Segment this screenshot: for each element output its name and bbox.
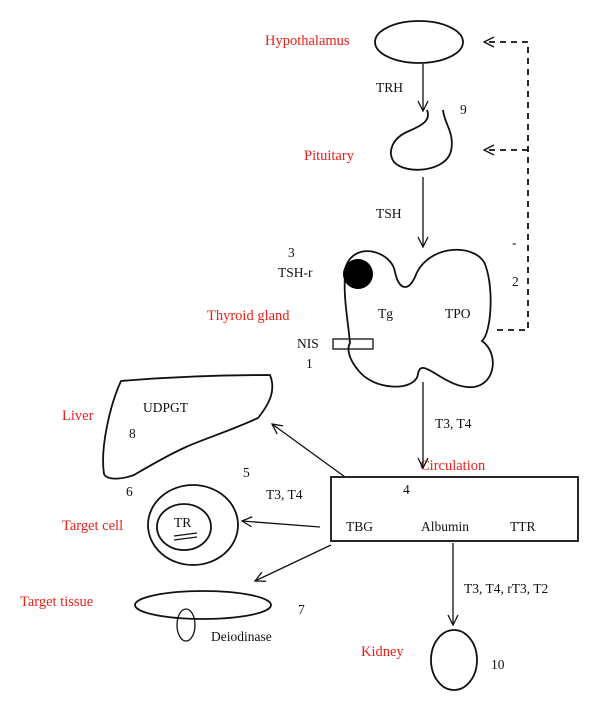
target-tissue-label: Target tissue — [20, 594, 93, 610]
circulation-box — [330, 476, 579, 542]
nis-label: NIS — [297, 336, 319, 351]
kidney-shape — [430, 629, 478, 691]
thyroid-gland-shape — [343, 248, 494, 388]
kidney-hormones-label: T3, T4, rT3, T2 — [464, 581, 548, 596]
number-10: 10 — [491, 657, 505, 672]
number-5: 5 — [243, 465, 250, 480]
deiodinase-label: Deiodinase — [211, 629, 272, 644]
tsh-receptor — [343, 259, 373, 289]
number-4: 4 — [403, 482, 410, 497]
tbg-label: TBG — [346, 519, 373, 534]
number-7: 7 — [298, 602, 305, 617]
tg-label: Tg — [378, 306, 393, 321]
t3-t4-cell-label: T3, T4 — [266, 487, 303, 502]
trh-label: TRH — [376, 80, 403, 95]
number-9: 9 — [460, 102, 467, 117]
target-cell-outer — [147, 484, 239, 566]
number-3: 3 — [288, 245, 295, 260]
albumin-label: Albumin — [421, 519, 469, 534]
circulation-to-target-cell-arrow — [242, 521, 321, 528]
number-6: 6 — [126, 484, 133, 499]
hypothalamus-label: Hypothalamus — [265, 33, 350, 49]
feedback-dashed-line — [497, 42, 529, 331]
t3-t4-circulation-label: T3, T4 — [435, 416, 472, 431]
liver-shape — [102, 374, 274, 480]
ttr-label: TTR — [510, 519, 536, 534]
target-cell-label: Target cell — [62, 518, 123, 534]
tr-dna-line-2 — [173, 536, 198, 541]
circulation-to-liver-arrow — [272, 424, 346, 478]
pituitary-shape — [390, 109, 453, 171]
number-8: 8 — [129, 426, 136, 441]
tr-label: TR — [174, 515, 191, 530]
tsh-label: TSH — [376, 206, 402, 221]
tpo-label: TPO — [445, 306, 471, 321]
target-tissue-shape — [134, 590, 272, 620]
kidney-label: Kidney — [361, 644, 404, 660]
circulation-label: Circulation — [420, 458, 486, 474]
thyroid-gland-label: Thyroid gland — [207, 308, 290, 324]
tr-dna-line-1 — [173, 532, 198, 537]
target-cell-nucleus — [156, 503, 212, 551]
feedback-minus-sign: - — [512, 235, 517, 250]
liver-label: Liver — [62, 408, 94, 424]
deiodinase-enzyme — [176, 608, 196, 642]
nis-symporter — [332, 338, 374, 350]
number-2: 2 — [512, 274, 519, 289]
number-1: 1 — [306, 356, 313, 371]
hypothalamus-shape — [374, 20, 464, 64]
udpgt-label: UDPGT — [143, 400, 189, 415]
tsh-r-label: TSH-r — [278, 265, 313, 280]
circulation-to-tissue-arrow — [255, 544, 332, 581]
pituitary-label: Pituitary — [304, 148, 355, 164]
